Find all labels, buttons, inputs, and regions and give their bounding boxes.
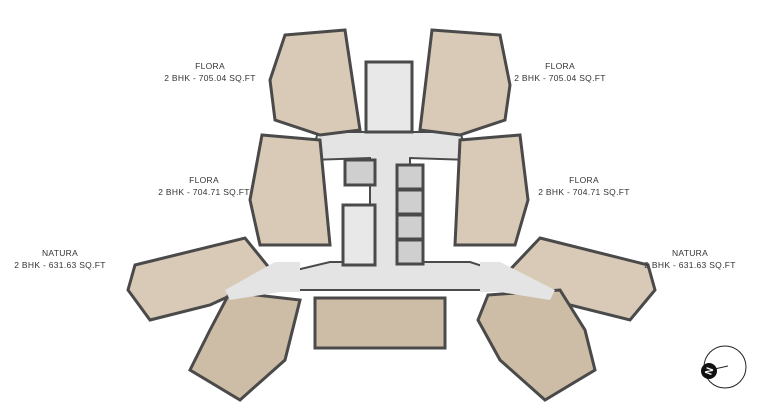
unit-area: 2 BHK - 631.63 SQ.FT (644, 260, 736, 270)
unit-area: 2 BHK - 704.71 SQ.FT (158, 187, 250, 197)
deck-center (313, 296, 447, 350)
unit-name: FLORA (569, 175, 599, 185)
deck-left (188, 290, 302, 402)
lift (395, 213, 425, 241)
unit-label-flora-right-top: FLORA 2 BHK - 705.04 SQ.FT (490, 60, 630, 84)
unit-flora-left-top (268, 28, 362, 137)
unit-label-natura-left: NATURA 2 BHK - 631.63 SQ.FT (0, 247, 130, 271)
unit-flora-right-bottom (453, 133, 530, 247)
unit-flora-right-top (418, 28, 512, 137)
unit-area: 2 BHK - 705.04 SQ.FT (514, 73, 606, 83)
lifts (395, 163, 425, 266)
compass-label: N (704, 366, 717, 377)
lift (395, 238, 425, 266)
corridor-right (480, 262, 555, 300)
unit-label-flora-left-bottom: FLORA 2 BHK - 704.71 SQ.FT (134, 174, 274, 198)
unit-label-natura-right: NATURA 2 BHK - 631.63 SQ.FT (620, 247, 760, 271)
compass: N (701, 345, 747, 389)
unit-area: 2 BHK - 704.71 SQ.FT (538, 187, 630, 197)
unit-label-flora-right-bottom: FLORA 2 BHK - 704.71 SQ.FT (514, 174, 654, 198)
staircase-middle (341, 203, 377, 267)
unit-name: FLORA (189, 175, 219, 185)
unit-label-flora-left-top: FLORA 2 BHK - 705.04 SQ.FT (140, 60, 280, 84)
lift-core-1 (343, 158, 377, 187)
deck-right (476, 288, 597, 402)
corridor-left (225, 262, 300, 300)
unit-natura-left (126, 236, 278, 322)
unit-flora-left-bottom (248, 133, 332, 247)
unit-name: FLORA (545, 61, 575, 71)
unit-name: NATURA (671, 248, 709, 258)
unit-area: 2 BHK - 631.63 SQ.FT (14, 260, 106, 270)
lift (395, 163, 425, 191)
lift (395, 188, 425, 216)
north-icon (701, 363, 717, 379)
staircase-top (364, 60, 414, 134)
unit-name: FLORA (195, 61, 225, 71)
unit-area: 2 BHK - 705.04 SQ.FT (164, 73, 256, 83)
unit-name: NATURA (41, 248, 79, 258)
